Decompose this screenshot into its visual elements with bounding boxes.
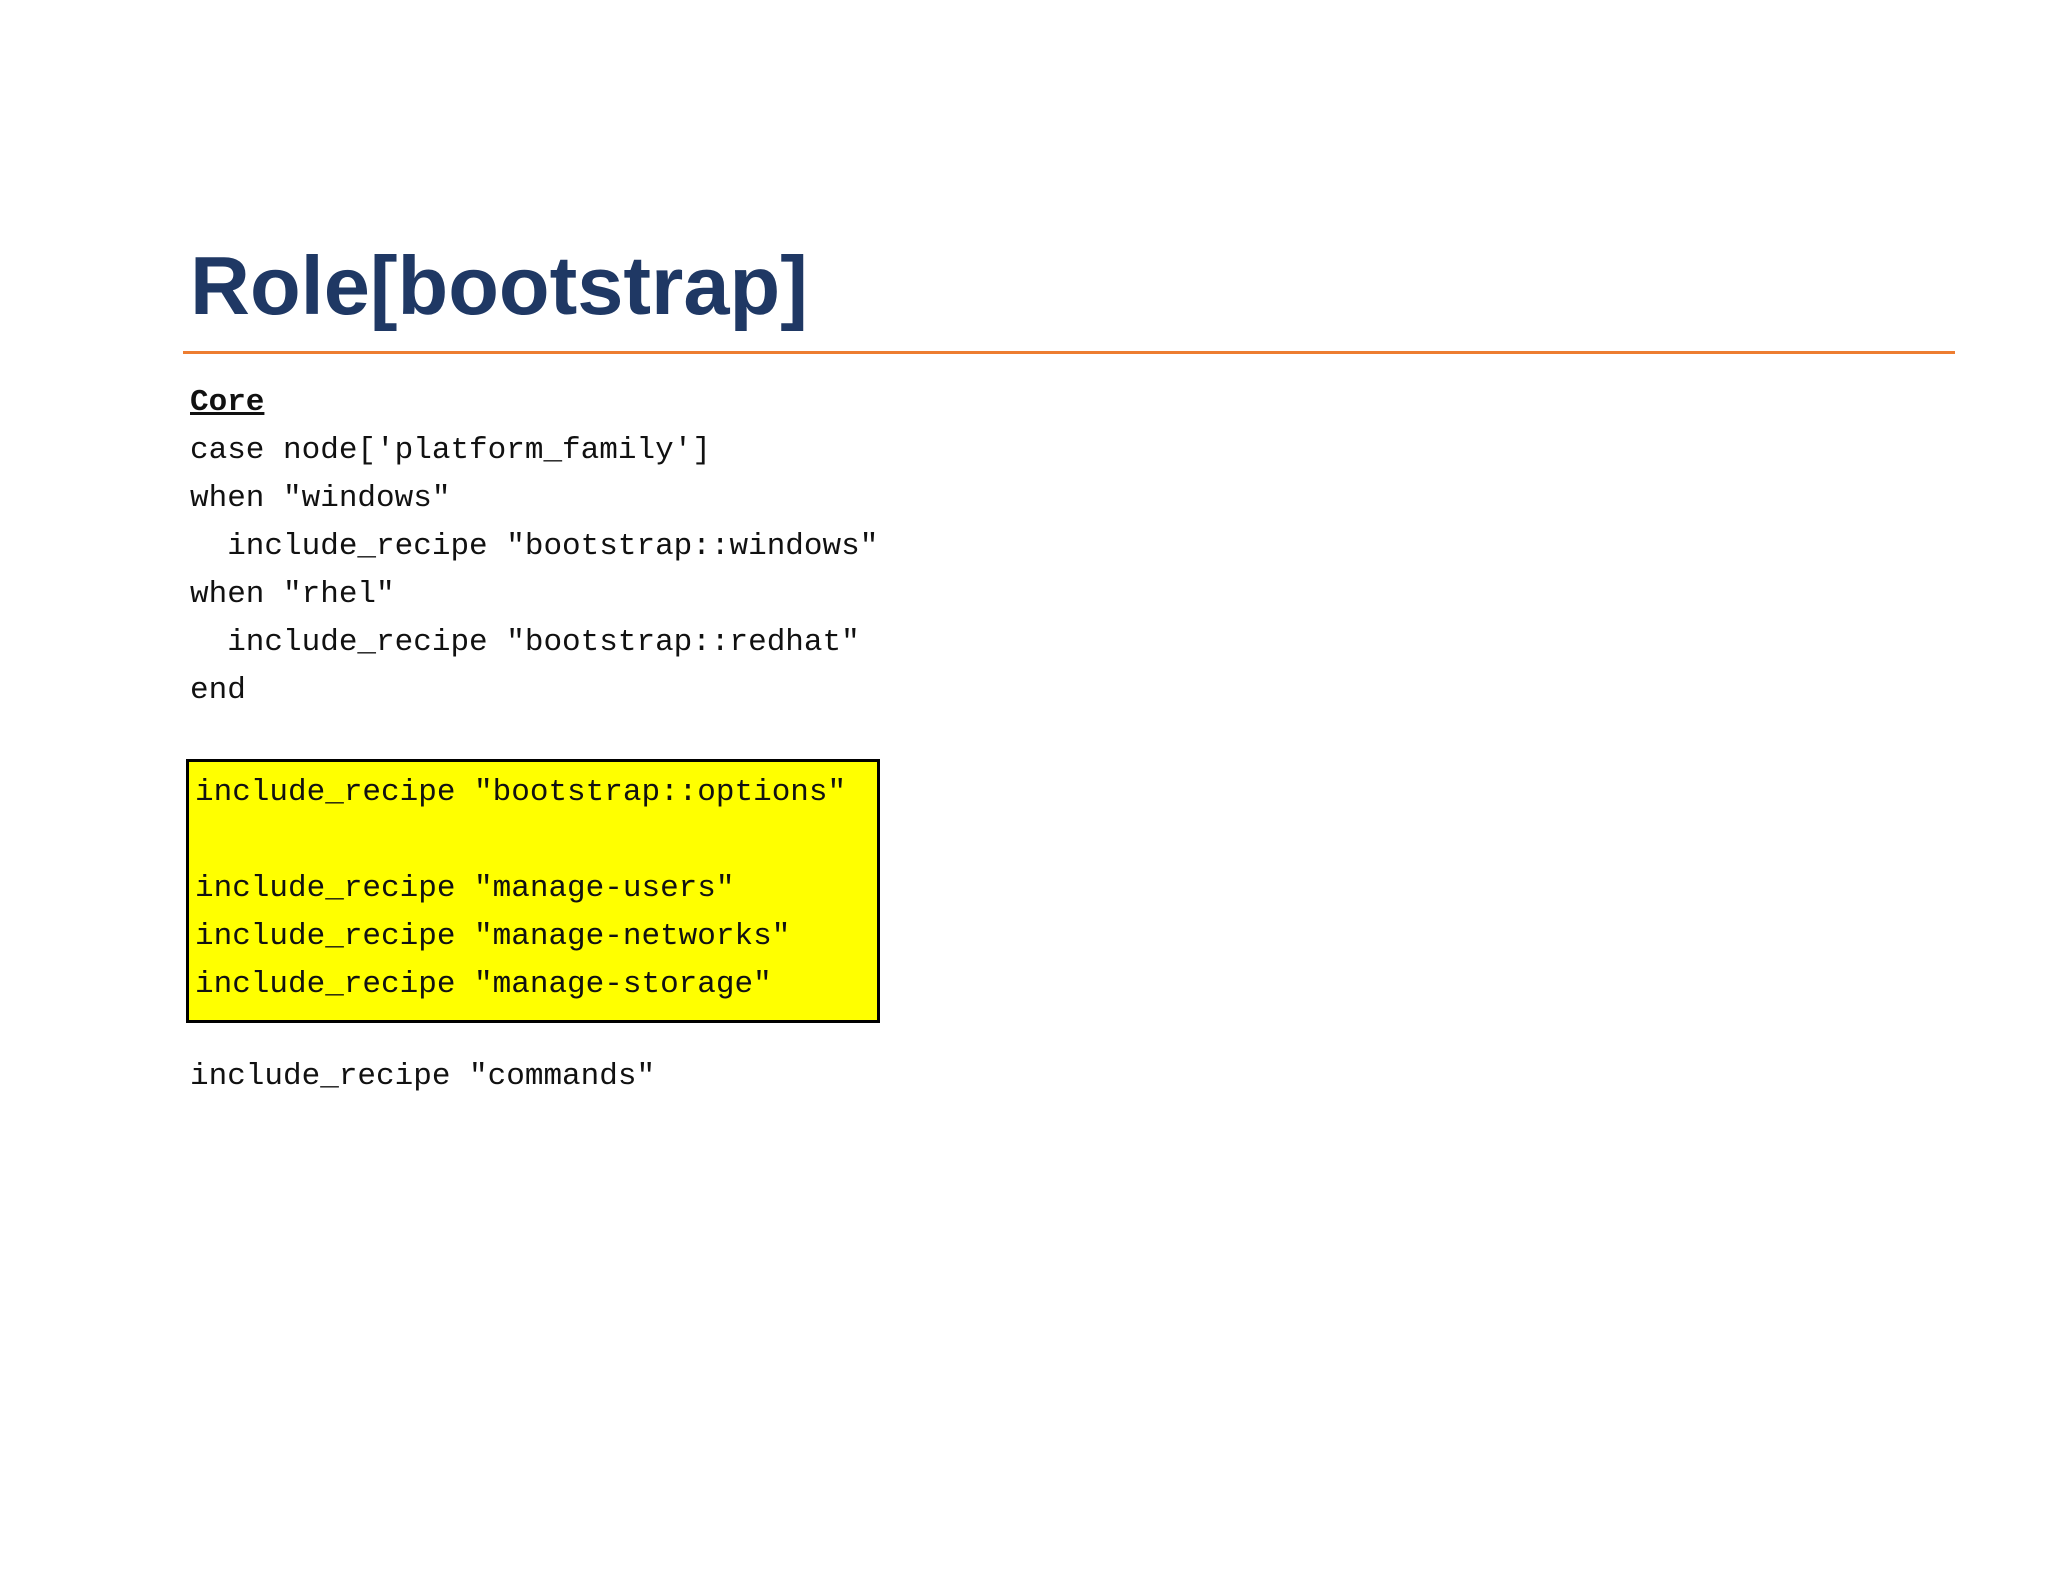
highlighted-code-line: include_recipe "manage-storage" — [195, 967, 772, 1002]
code-line: include_recipe "bootstrap::redhat" — [190, 625, 860, 660]
code-line: when "rhel" — [190, 577, 395, 612]
page-title: Role[bootstrap] — [190, 239, 808, 332]
highlighted-code-line — [195, 817, 877, 865]
code-line: end — [190, 673, 246, 708]
code-line: include_recipe "bootstrap::windows" — [190, 529, 879, 564]
code-block: Core case node['platform_family'] when "… — [190, 379, 878, 715]
highlight-box: include_recipe "bootstrap::options" incl… — [186, 759, 880, 1023]
accent-rule — [183, 351, 1955, 354]
highlighted-code-line: include_recipe "manage-users" — [195, 871, 735, 906]
code-heading: Core — [190, 385, 265, 420]
highlighted-code-line: include_recipe "bootstrap::options" — [195, 775, 847, 810]
highlighted-code-line: include_recipe "manage-networks" — [195, 919, 791, 954]
code-line: case node['platform_family'] — [190, 433, 711, 468]
code-line: when "windows" — [190, 481, 451, 516]
footer-code-line: include_recipe "commands" — [190, 1059, 656, 1094]
